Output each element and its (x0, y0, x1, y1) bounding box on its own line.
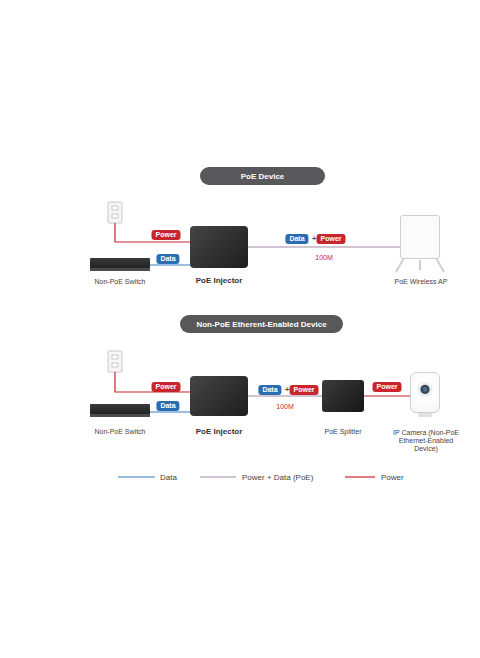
signal-tag: Data (156, 254, 179, 264)
cable-length: 100M (276, 403, 294, 410)
camera-stand (418, 413, 432, 417)
splitter-device: PoE Splitter (322, 380, 364, 412)
outlet-socket (112, 214, 118, 218)
legend-text: Power (381, 473, 404, 482)
legend-text: Data (160, 473, 177, 482)
signal-tag: Power (372, 382, 401, 392)
device-label: IP Camera (Non-PoE Ethernet-Enabled Devi… (393, 429, 459, 453)
injector-device: PoE Injector (190, 376, 248, 416)
device-label: Non-PoE Switch (80, 428, 160, 436)
power-wire (115, 372, 190, 392)
band-title: PoE Device (241, 172, 285, 181)
camera-device: IP Camera (Non-PoE Ethernet-Enabled Devi… (410, 372, 440, 413)
switch-device: Non-PoE Switch (90, 404, 150, 417)
section-band: PoE Device (200, 167, 325, 185)
signal-tag: Data (156, 401, 179, 411)
cable-line (150, 411, 190, 412)
access-point: PoE Wireless AP (400, 215, 440, 259)
signal-tag: Power (151, 230, 180, 240)
ap-stand (436, 258, 444, 272)
device-label: Non-PoE Switch (80, 278, 160, 286)
device-label: PoE Injector (179, 428, 259, 436)
ap-stand (419, 260, 421, 270)
band-title: Non-PoE Etherent-Enabled Device (196, 320, 326, 329)
device-label: PoE Wireless AP (381, 278, 461, 286)
outlet-socket (112, 355, 118, 359)
signal-tag: Power (289, 385, 318, 395)
ap-stand (396, 258, 404, 272)
cable-length: 100M (315, 254, 333, 261)
legend-line (200, 476, 236, 477)
legend-line (118, 476, 155, 477)
section-band: Non-PoE Etherent-Enabled Device (180, 315, 343, 333)
wall-outlet (108, 202, 122, 223)
outlet-socket (112, 363, 118, 367)
injector-device: PoE Injector (190, 226, 248, 268)
legend-text: Power + Data (PoE) (242, 473, 313, 482)
device-label: PoE Splitter (308, 428, 378, 436)
cable-line (364, 395, 410, 396)
cable-line (248, 246, 400, 247)
wall-outlet (108, 351, 122, 372)
legend-line (345, 476, 375, 477)
signal-tag: Data (285, 234, 308, 244)
device-label: PoE Injector (179, 277, 259, 285)
switch-device: Non-PoE Switch (90, 258, 150, 271)
signal-tag: Power (151, 382, 180, 392)
signal-tag: Power (316, 234, 345, 244)
signal-tag: Data (258, 385, 281, 395)
outlet-socket (112, 206, 118, 210)
cable-line (248, 395, 322, 396)
power-wire (115, 223, 190, 242)
cable-line (150, 264, 190, 265)
